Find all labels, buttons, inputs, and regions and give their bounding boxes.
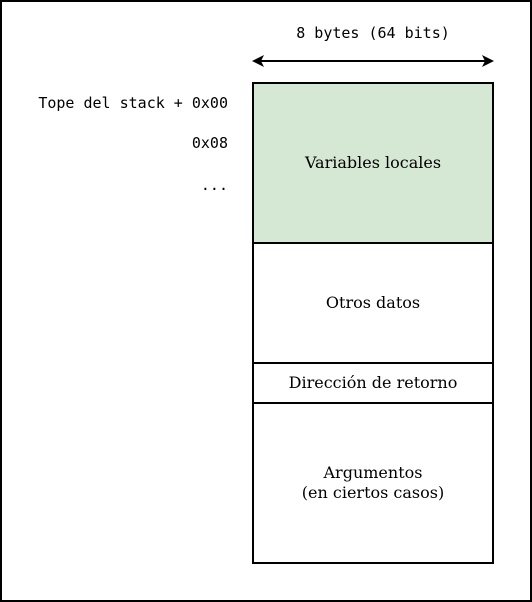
word-width-label: 8 bytes (64 bits): [296, 24, 450, 42]
address-label-top: Tope del stack + 0x00: [38, 94, 228, 112]
address-label-ellipsis: ...: [200, 176, 228, 194]
address-label-0x08: 0x08: [191, 134, 228, 152]
block-local-variables: Variables locales: [252, 82, 494, 244]
word-width-arrow: [252, 55, 494, 67]
block-arguments: Argumentos (en ciertos casos): [252, 402, 494, 564]
block-return-address: Dirección de retorno: [252, 362, 494, 404]
block-other-data: Otros datos: [252, 242, 494, 364]
